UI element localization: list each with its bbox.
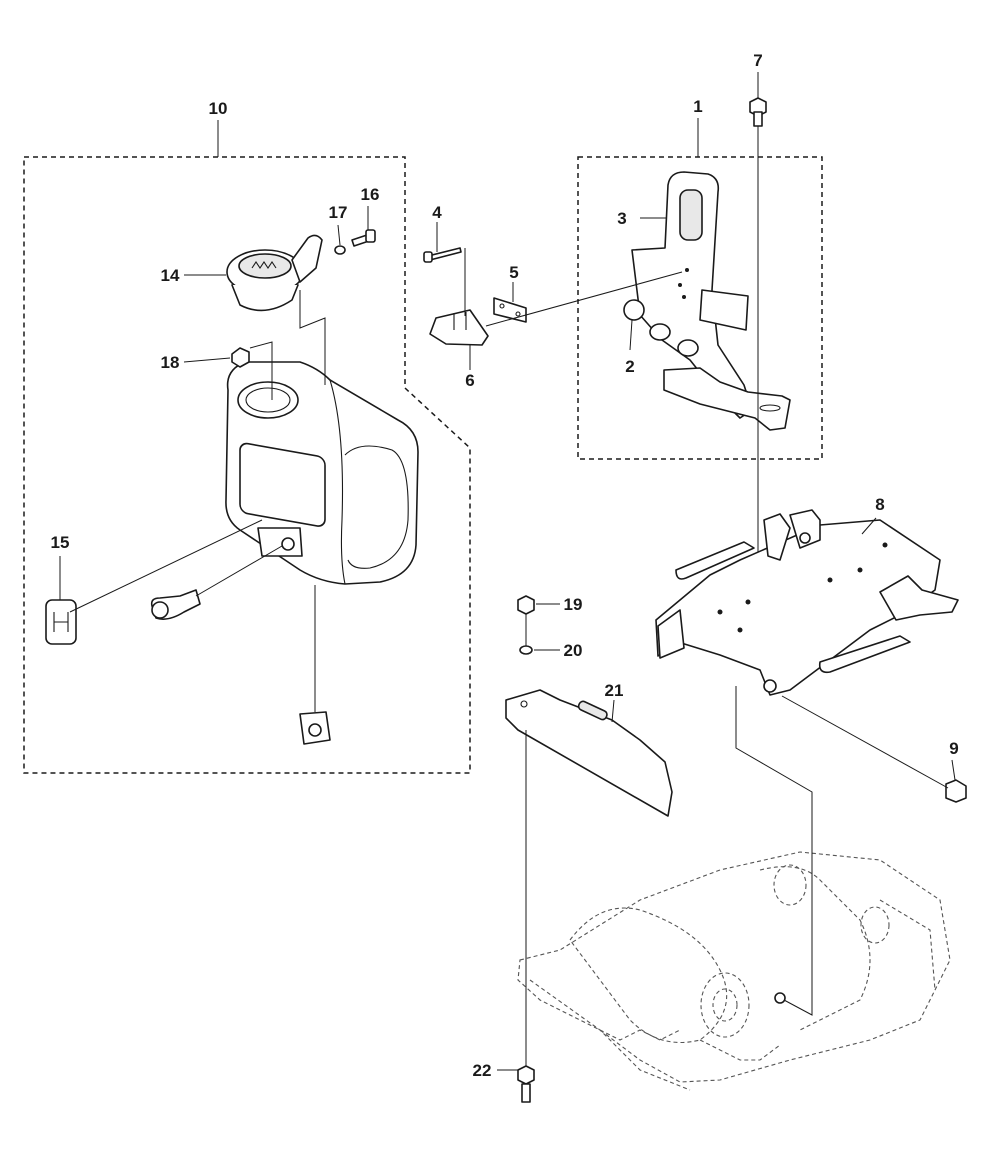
callout-20: 20 bbox=[564, 641, 583, 660]
callout-2: 2 bbox=[625, 357, 634, 376]
rubber-block bbox=[299, 711, 331, 745]
plate-21 bbox=[505, 689, 673, 817]
knob-2 bbox=[623, 299, 645, 321]
washer-20 bbox=[519, 645, 560, 655]
callout-22: 22 bbox=[473, 1061, 492, 1080]
callout-19: 19 bbox=[564, 595, 583, 614]
clip-15 bbox=[45, 599, 77, 645]
fuel-tap bbox=[150, 589, 201, 620]
callout-7: 7 bbox=[753, 51, 762, 70]
clamp-6 bbox=[429, 309, 489, 346]
leaders-group-1 bbox=[629, 217, 666, 351]
screw-4 bbox=[423, 247, 462, 263]
callout-3: 3 bbox=[617, 209, 626, 228]
fuel-cap bbox=[226, 234, 323, 312]
callout-21: 21 bbox=[605, 681, 624, 700]
callout-10: 10 bbox=[209, 99, 228, 118]
nut-19 bbox=[517, 595, 560, 615]
clamp-5 bbox=[493, 297, 527, 323]
group-box-10 bbox=[23, 120, 471, 774]
fuel-tank bbox=[225, 361, 419, 585]
washer-17 bbox=[334, 245, 346, 255]
callout-18: 18 bbox=[161, 353, 180, 372]
callout-16: 16 bbox=[361, 185, 380, 204]
nut-9 bbox=[781, 695, 967, 803]
mounting-plate-8 bbox=[655, 509, 959, 696]
handle-bracket-3 bbox=[631, 171, 791, 431]
callout-9: 9 bbox=[949, 739, 958, 758]
leaders-4-5-6 bbox=[436, 222, 683, 370]
plug-18 bbox=[231, 347, 250, 368]
callout-17: 17 bbox=[329, 203, 348, 222]
base-plate-ghost bbox=[517, 686, 951, 1091]
callout-15: 15 bbox=[51, 533, 70, 552]
callout-1: 1 bbox=[693, 97, 702, 116]
callout-labels: 1 2 3 4 5 6 7 8 9 10 14 15 16 17 18 19 2… bbox=[51, 51, 959, 1080]
callout-8: 8 bbox=[875, 495, 884, 514]
callout-6: 6 bbox=[465, 371, 474, 390]
callout-14: 14 bbox=[161, 266, 180, 285]
callout-5: 5 bbox=[509, 263, 518, 282]
leaders-group-10 bbox=[59, 206, 369, 712]
group-box-1 bbox=[577, 118, 823, 460]
bolt-16 bbox=[351, 229, 376, 247]
callout-4: 4 bbox=[432, 203, 442, 222]
bolt-22 bbox=[497, 730, 535, 1103]
